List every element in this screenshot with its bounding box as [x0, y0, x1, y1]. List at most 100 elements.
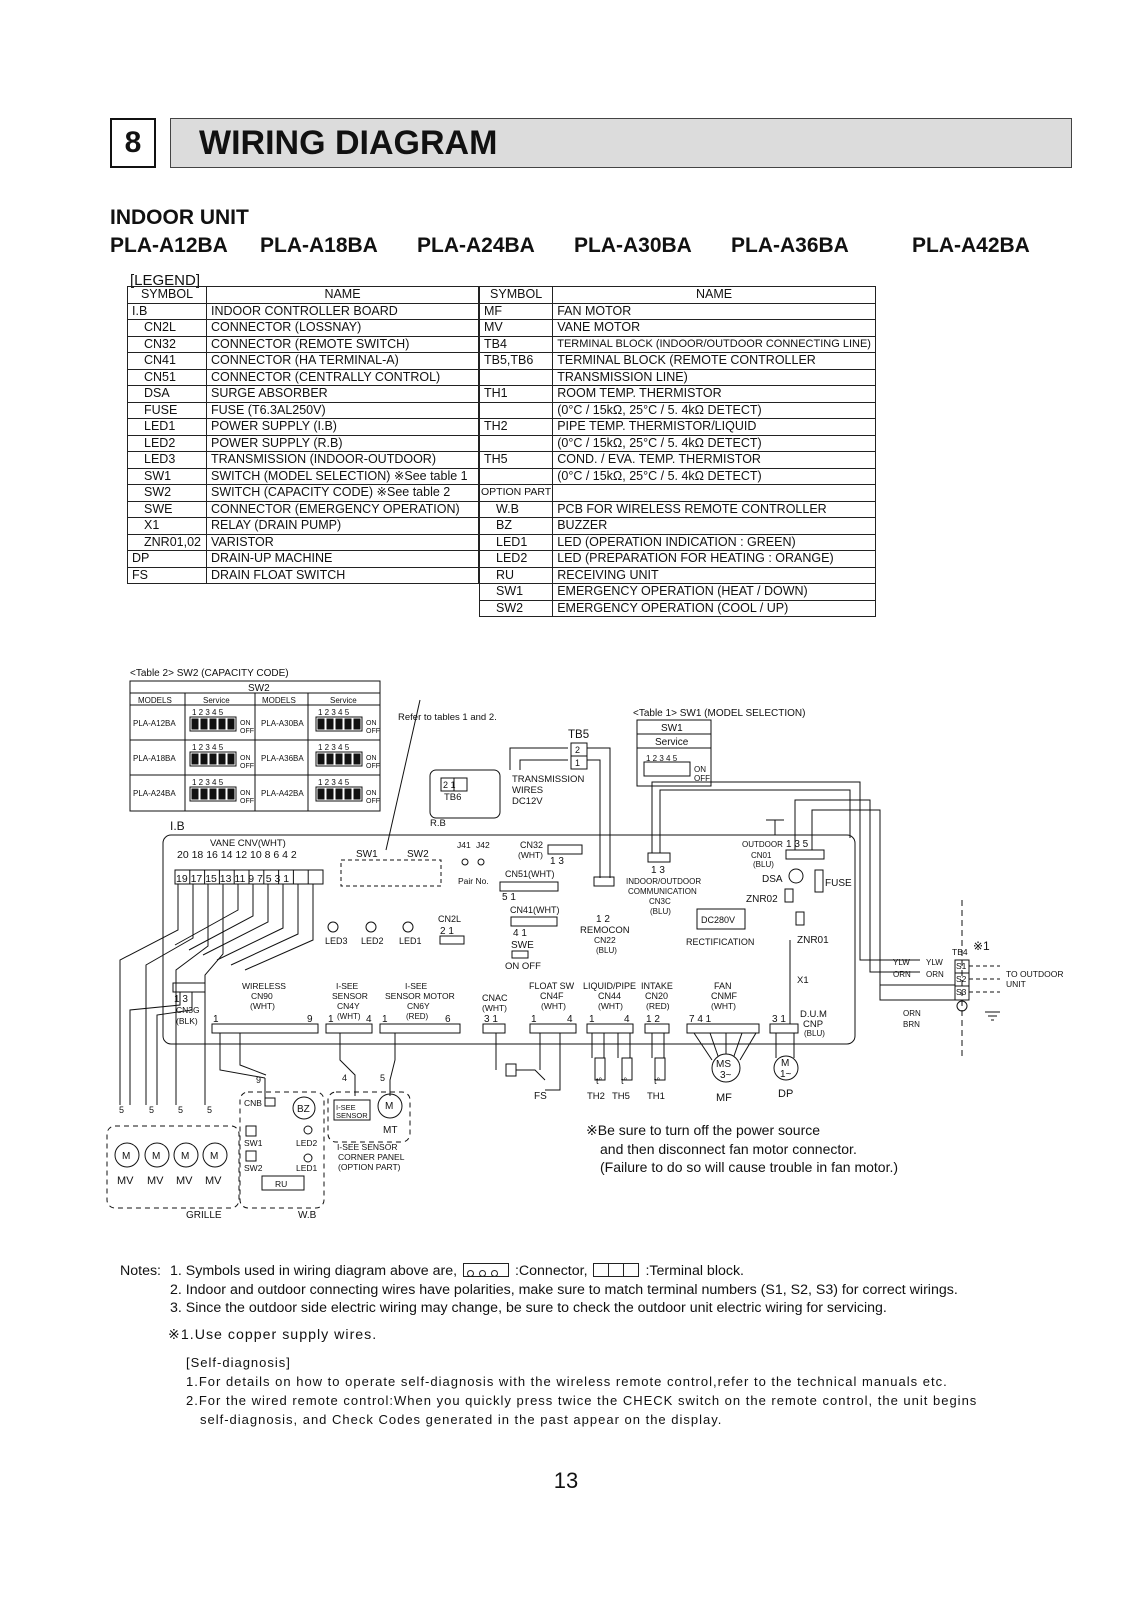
- svg-text:TH2: TH2: [587, 1091, 605, 1102]
- legend-symbol: DP: [127, 550, 207, 568]
- terminal-block-symbol: [593, 1263, 640, 1278]
- svg-text:CN6Y: CN6Y: [407, 1001, 430, 1011]
- legend-name: TRANSMISSION LINE): [552, 369, 876, 386]
- legend-symbol: SW1: [127, 467, 207, 485]
- legend-symbol: TB4: [478, 335, 554, 353]
- model-name: PLA-A36BA: [731, 234, 849, 257]
- legend-name: CONNECTOR (REMOTE SWITCH): [206, 335, 479, 353]
- legend-symbol: SW2: [478, 599, 554, 617]
- legend-name: CONNECTOR (CENTRALLY CONTROL): [206, 368, 479, 386]
- svg-text:CNP: CNP: [803, 1019, 823, 1030]
- svg-text:GRILLE: GRILLE: [186, 1210, 222, 1220]
- dip-switch: [315, 751, 363, 767]
- svg-text:ON: ON: [240, 720, 251, 727]
- svg-text:X1: X1: [797, 975, 809, 986]
- legend-name: CONNECTOR (LOSSNAY): [206, 319, 479, 337]
- svg-text:(WHT): (WHT): [541, 1001, 566, 1011]
- legend-name: PCB FOR WIRELESS REMOTE CONTROLLER: [552, 500, 876, 518]
- legend-symbol: LED1: [127, 418, 207, 436]
- legend-name: EMERGENCY OPERATION (HEAT / DOWN): [552, 583, 876, 601]
- svg-text:CN01: CN01: [751, 851, 772, 860]
- svg-text:1: 1: [589, 1014, 595, 1025]
- svg-text:CORNER PANEL: CORNER PANEL: [338, 1152, 405, 1162]
- svg-text:20 18 16 14 12 10 8 6 4: 20 18 16 14 12 10 8 6 4 2: [177, 849, 297, 861]
- svg-text:Service: Service: [203, 696, 230, 705]
- dip-switch: [189, 786, 237, 802]
- svg-text:DSA: DSA: [762, 874, 783, 885]
- svg-text:CNB: CNB: [244, 1098, 262, 1108]
- legend-name: SURGE ABSORBER: [206, 385, 479, 403]
- svg-text:YLW: YLW: [893, 958, 910, 967]
- svg-text:4: 4: [342, 1073, 347, 1083]
- svg-text:5: 5: [207, 1105, 212, 1115]
- svg-text:D.U.M: D.U.M: [800, 1009, 827, 1020]
- svg-text:PLA-A36BA: PLA-A36BA: [261, 754, 304, 763]
- svg-text:M: M: [385, 1101, 393, 1112]
- svg-text:1~: 1~: [780, 1069, 792, 1080]
- svg-text:S1: S1: [956, 961, 967, 971]
- model-list: PLA-A12BA PLA-A18BA PLA-A24BA PLA-A30BA …: [110, 234, 1070, 262]
- svg-text:I.B: I.B: [170, 819, 185, 833]
- svg-text:1 3: 1 3: [550, 856, 564, 867]
- svg-text:SENSOR: SENSOR: [332, 991, 368, 1001]
- legend-symbol: LED1: [478, 533, 554, 551]
- legend-symbol: CN2L: [127, 319, 207, 337]
- svg-text:M: M: [781, 1058, 789, 1069]
- svg-text:CN4F: CN4F: [540, 991, 564, 1001]
- svg-text:(WHT): (WHT): [518, 850, 543, 860]
- svg-text:I-SEE: I-SEE: [336, 981, 359, 991]
- svg-text:(OPTION PART): (OPTION PART): [338, 1162, 401, 1172]
- svg-text:3 1: 3 1: [772, 1014, 786, 1025]
- svg-text:t°: t°: [654, 1076, 661, 1086]
- svg-text:RECTIFICATION: RECTIFICATION: [686, 937, 754, 947]
- col-symbol: SYMBOL: [478, 286, 554, 304]
- svg-text:TO OUTDOOR: TO OUTDOOR: [1006, 969, 1063, 979]
- svg-text:ON: ON: [694, 765, 706, 774]
- svg-text:(BLU): (BLU): [753, 860, 774, 869]
- svg-text:4: 4: [624, 1014, 630, 1025]
- legend-symbol: CN51: [127, 368, 207, 386]
- dip-numbers: 1 2 3 4 5: [192, 743, 224, 752]
- legend-name: SWITCH (CAPACITY CODE) ※See table 2: [206, 484, 479, 502]
- legend-name: FUSE (T6.3AL250V): [206, 401, 479, 419]
- legend-symbol: SW1: [478, 583, 554, 601]
- svg-text:PLA-A30BA: PLA-A30BA: [261, 719, 304, 728]
- svg-text:2: 2: [575, 745, 580, 755]
- svg-text:4: 4: [567, 1014, 573, 1025]
- model-name: PLA-A24BA: [417, 234, 535, 257]
- svg-text:1: 1: [575, 758, 580, 768]
- svg-text:1 2 3 4 5: 1 2 3 4 5: [646, 754, 678, 763]
- svg-text:1: 1: [382, 1014, 388, 1025]
- svg-text:SW1: SW1: [356, 849, 378, 860]
- svg-text:(BLK): (BLK): [176, 1016, 198, 1026]
- legend-symbol: LED2: [127, 434, 207, 452]
- svg-text:(WHT): (WHT): [598, 1001, 623, 1011]
- dip-numbers: 1 2 3 4 5: [318, 743, 350, 752]
- svg-text:DP: DP: [778, 1088, 793, 1100]
- svg-text:MV: MV: [205, 1175, 222, 1187]
- svg-text:4 1: 4 1: [513, 928, 527, 939]
- fan-motor-warning: ※Be sure to turn off the power source an…: [586, 1122, 899, 1175]
- svg-text:ON: ON: [366, 755, 377, 762]
- col-symbol: SYMBOL: [127, 286, 207, 304]
- svg-text:MT: MT: [383, 1125, 397, 1136]
- model-name: PLA-A42BA: [912, 234, 1030, 257]
- svg-text:(BLU): (BLU): [596, 946, 617, 955]
- svg-text:PLA-A24BA: PLA-A24BA: [133, 789, 176, 798]
- svg-text:UNIT: UNIT: [1006, 979, 1026, 989]
- svg-text:TH1: TH1: [647, 1091, 665, 1102]
- legend-symbol: [478, 468, 554, 485]
- svg-text:Service: Service: [655, 737, 689, 748]
- svg-text:I-SEE: I-SEE: [336, 1103, 356, 1112]
- svg-text:TB4: TB4: [952, 947, 968, 957]
